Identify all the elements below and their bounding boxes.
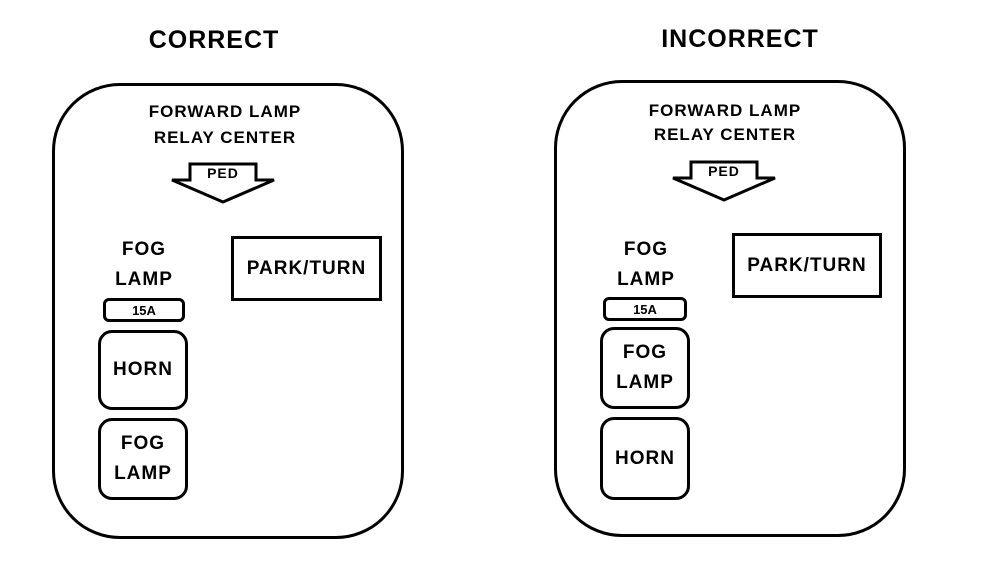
relay-center-outline	[554, 80, 906, 537]
arrow-down-icon	[171, 162, 275, 204]
slot-label-line-1: FOG	[622, 342, 668, 363]
lower-slot-horn: HORN	[600, 417, 690, 500]
arrow-label: PED	[207, 165, 239, 181]
arrow-label: PED	[708, 163, 740, 179]
upper-slot-fog-lamp: FOG LAMP	[600, 327, 690, 409]
slot-label: HORN	[113, 359, 173, 380]
header-line-2: RELAY CENTER	[153, 128, 297, 147]
fuse-15a: 15A	[603, 297, 687, 321]
fog-lamp-label-line-1: FOG	[623, 239, 669, 260]
fuse-15a: 15A	[103, 298, 185, 322]
panel-title: CORRECT	[148, 26, 280, 54]
arrow-down-icon	[672, 160, 776, 202]
header-line-2: RELAY CENTER	[653, 125, 797, 144]
slot-label: HORN	[615, 447, 675, 469]
fog-lamp-label-line-2: LAMP	[115, 269, 173, 290]
slot-label-line-2: LAMP	[616, 372, 674, 393]
upper-slot-horn: HORN	[98, 330, 188, 410]
header-line-1: FORWARD LAMP	[148, 102, 302, 121]
fog-lamp-label-line-2: LAMP	[617, 269, 675, 290]
header-line-1: FORWARD LAMP	[648, 101, 802, 120]
park-turn-box: PARK/TURN	[732, 233, 882, 298]
park-turn-box: PARK/TURN	[231, 236, 382, 301]
panel-title: INCORRECT	[661, 25, 819, 53]
relay-center-outline	[52, 83, 404, 539]
slot-label-line-2: LAMP	[114, 463, 172, 484]
lower-slot-fog-lamp: FOG LAMP	[98, 418, 188, 500]
slot-label-line-1: FOG	[120, 433, 166, 454]
fog-lamp-label-line-1: FOG	[121, 239, 167, 260]
